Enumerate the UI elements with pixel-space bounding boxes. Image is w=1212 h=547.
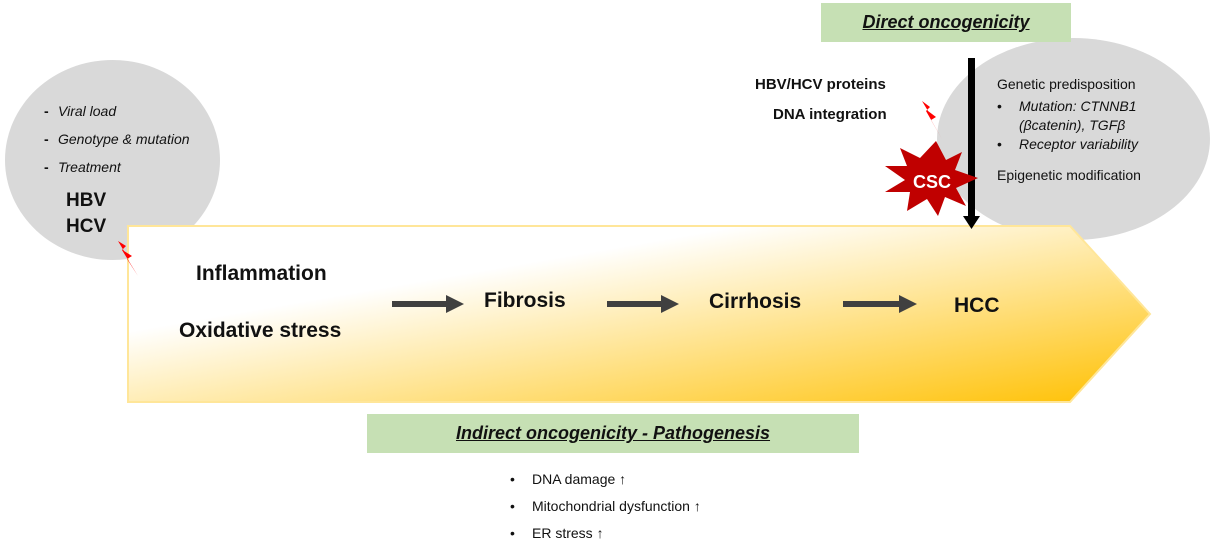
virus-hcv-label: HCV: [66, 216, 107, 237]
stage-cirrhosis: Cirrhosis: [709, 290, 802, 313]
lightning-bolt-icon: [922, 101, 942, 139]
stage-arrow: [392, 295, 464, 313]
csc-burst: [885, 141, 978, 216]
list-item: • DNA damage ↑: [510, 466, 701, 493]
stage-arrow: [843, 295, 917, 313]
mutation-label: Mutation: CTNNB1: [1019, 98, 1137, 114]
bullet-marker: •: [997, 98, 1002, 114]
factor-genotype: Genotype & mutation: [58, 131, 190, 147]
indirect-oncogenicity-title: Indirect oncogenicity - Pathogenesis: [455, 423, 771, 443]
genetic-predisposition-label: Genetic predisposition: [997, 76, 1136, 92]
list-item: • Receptor variability: [997, 136, 1138, 152]
bullet-marker: •: [510, 498, 515, 514]
stage-inflammation: Inflammation: [196, 262, 327, 285]
bullet-marker: -: [44, 103, 49, 119]
bullet-marker: •: [510, 525, 515, 541]
bullet-marker: •: [510, 471, 515, 487]
lightning-bolt-icon: [118, 241, 138, 276]
progression-arrow: [127, 225, 1152, 403]
factor-viral-load: Viral load: [58, 103, 117, 119]
list-item: -Treatment: [44, 153, 190, 181]
mutation-genes-label: (βcatenin), TGFβ: [1019, 117, 1126, 133]
direct-oncogenicity-header: Direct oncogenicity: [821, 3, 1071, 42]
list-item: -Viral load: [44, 97, 190, 125]
list-item: • Mitochondrial dysfunction ↑: [510, 493, 701, 520]
csc-label: CSC: [912, 172, 951, 192]
bullet-marker: -: [44, 131, 49, 147]
list-item: • Mutation: CTNNB1: [997, 98, 1136, 114]
list-item: • ER stress ↑: [510, 520, 701, 547]
pathogenesis-list: • DNA damage ↑ • Mitochondrial dysfunction…: [510, 466, 701, 547]
stage-hcc: HCC: [954, 294, 1000, 317]
direct-oncogenicity-arrow: [963, 58, 980, 229]
pathogenesis-er-stress: ER stress ↑: [532, 525, 604, 541]
right-factor-bubble: [937, 38, 1210, 240]
factor-treatment: Treatment: [58, 159, 121, 175]
stage-oxidative-stress: Oxidative stress: [179, 319, 342, 342]
receptor-variability-label: Receptor variability: [1019, 136, 1139, 152]
direct-item-dna-integration: DNA integration: [773, 106, 887, 123]
list-item: -Genotype & mutation: [44, 125, 190, 153]
virus-hbv-label: HBV: [66, 190, 107, 211]
stage-arrow: [607, 295, 679, 313]
direct-item-proteins: HBV/HCV proteins: [755, 76, 886, 93]
viral-factor-list: -Viral load -Genotype & mutation -Treatm…: [44, 97, 190, 181]
indirect-oncogenicity-header: Indirect oncogenicity - Pathogenesis: [367, 414, 859, 453]
direct-oncogenicity-title: Direct oncogenicity: [862, 12, 1030, 32]
pathogenesis-dna-damage: DNA damage ↑: [532, 471, 627, 487]
pathogenesis-mitochondrial: Mitochondrial dysfunction ↑: [532, 498, 701, 514]
epigenetic-modification-label: Epigenetic modification: [997, 167, 1141, 183]
bullet-marker: -: [44, 159, 49, 175]
stage-fibrosis: Fibrosis: [484, 289, 566, 312]
bullet-marker: •: [997, 136, 1002, 152]
